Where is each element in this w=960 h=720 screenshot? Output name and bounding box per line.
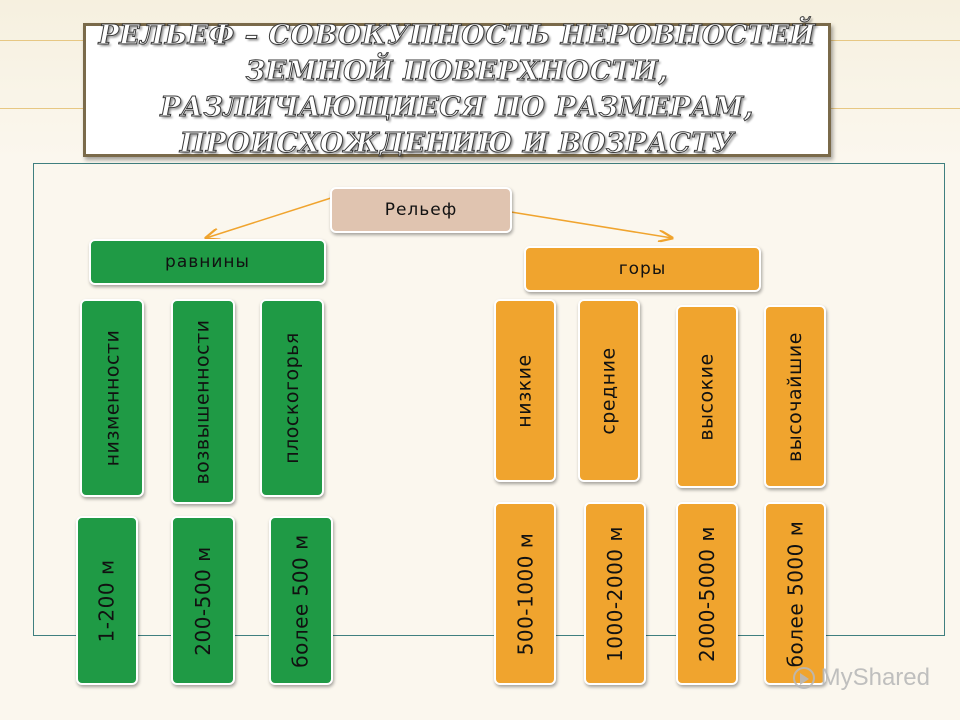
mountains-type-label: высочайшие: [784, 331, 807, 462]
arrow-to-plains: [206, 197, 332, 238]
arrow-to-mountains: [510, 211, 672, 238]
mountains-type-label: средние: [598, 346, 621, 435]
mountains-type-medium: средние: [578, 299, 640, 482]
plains-label: равнины: [165, 252, 250, 272]
title-box: Рельеф – совокупность неровностей земной…: [83, 20, 831, 160]
plains-height-label: более 500 м: [289, 533, 314, 668]
mountains-type-high: высокие: [676, 305, 738, 488]
plains-type-label: низменности: [101, 329, 124, 467]
plains-height-plateaus: более 500 м: [269, 516, 333, 685]
plains-height-label: 200-500 м: [191, 545, 216, 656]
mountains-height-label: 1000-2000 м: [603, 525, 627, 662]
mountains-node: горы: [524, 246, 761, 292]
plains-type-uplands: возвышенности: [171, 299, 235, 504]
root-node: Рельеф: [330, 187, 512, 233]
mountains-height-medium: 1000-2000 м: [584, 502, 646, 685]
mountains-height-label: 2000-5000 м: [695, 525, 719, 662]
slide-title: Рельеф – совокупность неровностей земной…: [98, 20, 816, 160]
mountains-height-low: 500-1000 м: [494, 502, 556, 685]
watermark-text: MyShared: [820, 664, 930, 691]
content-frame: [33, 163, 945, 636]
mountains-label: горы: [618, 259, 667, 279]
plains-type-label: возвышенности: [192, 318, 214, 485]
plains-type-label: плоскогорья: [281, 332, 304, 464]
mountains-height-highest: более 5000 м: [764, 502, 826, 685]
root-label: Рельеф: [384, 200, 458, 220]
plains-node: равнины: [89, 239, 326, 285]
mountains-height-high: 2000-5000 м: [676, 502, 738, 685]
mountains-type-highest: высочайшие: [764, 305, 826, 488]
plains-height-uplands: 200-500 м: [171, 516, 235, 685]
play-icon: [792, 667, 815, 689]
mountains-type-label: высокие: [696, 352, 719, 441]
plains-type-plateaus: плоскогорья: [260, 299, 324, 497]
watermark: MyShared: [792, 664, 930, 692]
plains-height-label: 1-200 м: [95, 558, 119, 643]
mountains-height-label: более 5000 м: [783, 520, 808, 667]
mountains-type-label: низкие: [514, 353, 537, 428]
mountains-type-low: низкие: [494, 299, 556, 482]
plains-type-lowlands: низменности: [80, 299, 144, 497]
mountains-height-label: 500-1000 м: [513, 532, 538, 655]
plains-height-lowlands: 1-200 м: [76, 516, 138, 685]
